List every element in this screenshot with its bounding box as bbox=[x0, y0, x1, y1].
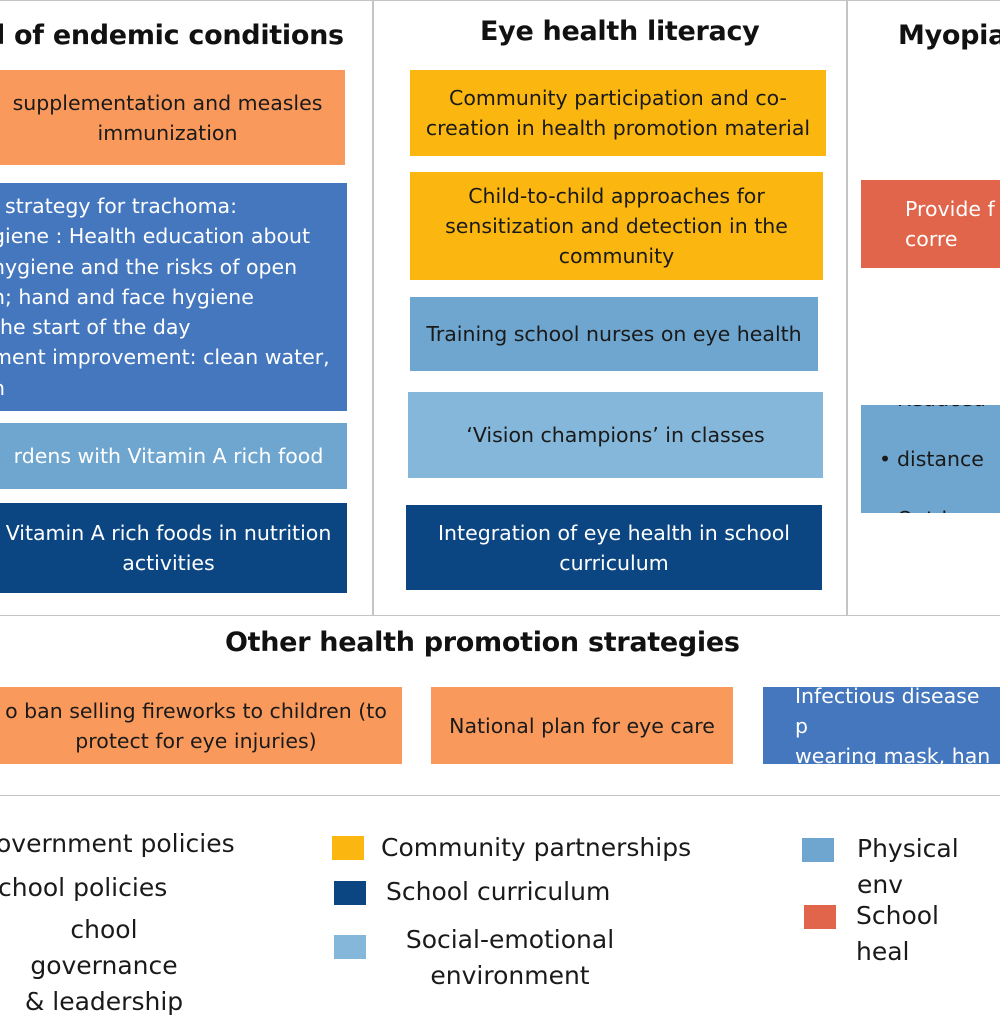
box-eye-health-curriculum: Integration of eye health in school curr… bbox=[406, 505, 822, 590]
legend-swatch-school-curriculum bbox=[334, 881, 366, 905]
box-training-school-nurses: Training school nurses on eye health bbox=[410, 297, 818, 371]
box-gardens-vitamin-a: rdens with Vitamin A rich food bbox=[0, 423, 347, 489]
column-frame-left bbox=[0, 0, 374, 616]
legend-swatch-physical-environment bbox=[802, 838, 834, 862]
legend-swatch-social-emotional bbox=[334, 935, 366, 959]
column-frame-middle bbox=[372, 0, 848, 616]
box-child-to-child: Child-to-child approaches for sensitizat… bbox=[410, 172, 823, 280]
box-safe-strategy-trachoma: ’ strategy for trachoma: giene : Health … bbox=[0, 183, 347, 411]
legend-label-school-health: School heal bbox=[856, 901, 939, 966]
box-provide-correction: Provide f corre bbox=[861, 180, 1000, 268]
legend-label-school-governance: chool governance & leadership bbox=[24, 915, 184, 1016]
legend-label-community-partnerships: Community partnerships bbox=[381, 833, 692, 862]
box-reduced-distance-outdoor: Reduced distance Outdoor bbox=[861, 405, 1000, 513]
legend-label-physical-environment: Physical env bbox=[857, 834, 959, 899]
column-title-eye-health-literacy: Eye health literacy bbox=[480, 16, 760, 47]
bullet-outdoor: Outdoor bbox=[875, 504, 998, 513]
box-community-participation: Community participation and co- creation… bbox=[410, 70, 826, 156]
box-infectious-disease: Infectious disease p wearing mask, han bbox=[763, 687, 1000, 764]
column-frame-right bbox=[846, 0, 1000, 616]
box-vision-champions: ‘Vision champions’ in classes bbox=[408, 392, 823, 478]
box-ban-fireworks: o ban selling fireworks to children (to … bbox=[0, 687, 402, 764]
column-title-myopia: Myopia bbox=[898, 20, 1000, 51]
bullet-reduced: Reduced bbox=[875, 405, 998, 414]
legend-label-government-policies: overnment policies bbox=[0, 829, 235, 858]
section-title-other-strategies: Other health promotion strategies bbox=[225, 627, 740, 658]
legend-swatch-school-health bbox=[804, 905, 836, 929]
myopia-bullet-list: Reduced distance Outdoor bbox=[875, 405, 998, 513]
box-vitamin-a-nutrition: Vitamin A rich foods in nutrition activi… bbox=[0, 503, 347, 593]
bullet-distance-continued: distance bbox=[875, 444, 998, 474]
box-supplementation-immunization: supplementation and measles immunization bbox=[0, 70, 345, 165]
legend-label-school-curriculum: School curriculum bbox=[386, 877, 611, 906]
column-title-endemic-conditions: l of endemic conditions bbox=[0, 20, 344, 51]
legend-label-school-policies: chool policies bbox=[0, 873, 168, 902]
box-national-eye-plan: National plan for eye care bbox=[431, 687, 733, 764]
legend-divider bbox=[0, 795, 1000, 796]
legend-label-social-emotional: Social-emotional environment bbox=[405, 925, 615, 990]
legend-swatch-community-partnerships bbox=[332, 836, 364, 860]
